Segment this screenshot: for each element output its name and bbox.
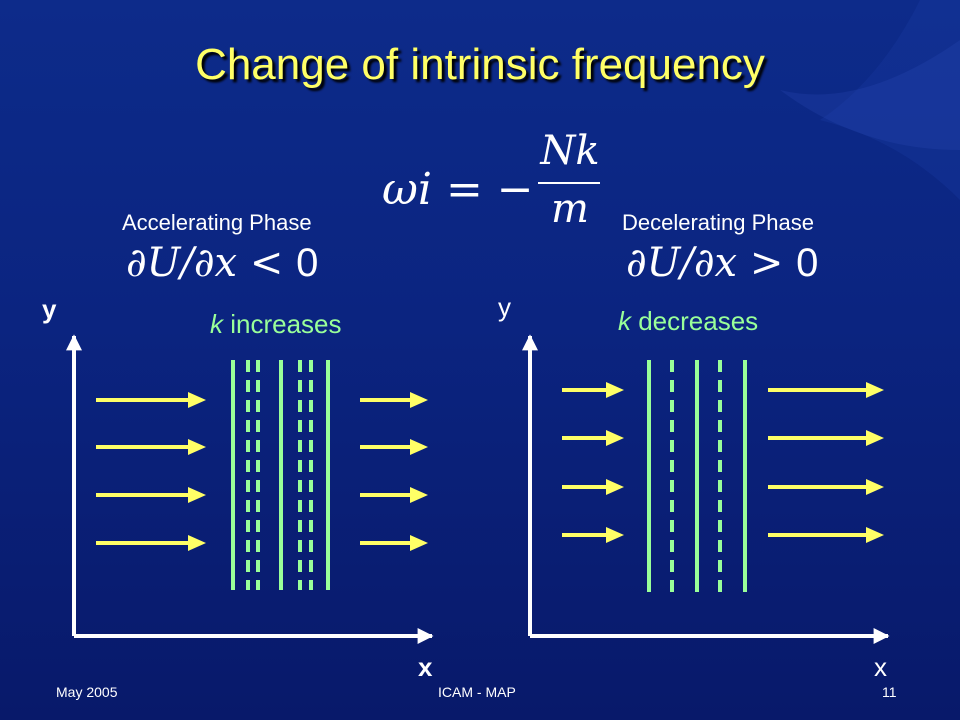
left-incoming-arrow-2-head [188, 439, 206, 455]
footer-date: May 2005 [56, 684, 118, 700]
left-outgoing-arrow-4-head [410, 535, 428, 551]
formula-denominator: m [551, 186, 589, 232]
footer-center: ICAM - MAP [438, 684, 516, 700]
formula-numerator: Nk [540, 128, 600, 174]
left-outgoing-arrow-1-head [410, 392, 428, 408]
decelerating-condition-expression: ∂U/∂x > [626, 240, 797, 286]
background-decoration [780, 0, 960, 200]
right-outgoing-arrow-4-head [866, 527, 884, 543]
accelerating-condition-expression: ∂U/∂x < [126, 240, 297, 286]
k-decreases-text: decreases [631, 306, 759, 336]
decelerating-phase-label: Decelerating Phase [622, 210, 815, 235]
right-outgoing-arrow-2-head [866, 430, 884, 446]
slide-title: Change of intrinsic frequency [195, 40, 765, 89]
k-increases-text: increases [223, 309, 342, 339]
left-incoming-arrow-3-head [188, 487, 206, 503]
right-incoming-arrow-4-head [606, 527, 624, 543]
left-y-axis-label: y [42, 294, 57, 324]
formula-lhs: ωi = − [382, 164, 534, 215]
accelerating-condition: ∂U/∂x < 0 [126, 240, 318, 286]
right-outgoing-arrow-1-head [866, 382, 884, 398]
left-outgoing-arrow-3-head [410, 487, 428, 503]
right-incoming-arrow-3-head [606, 479, 624, 495]
decelerating-condition: ∂U/∂x > 0 [626, 240, 818, 286]
right-incoming-arrow-2-head [606, 430, 624, 446]
accelerating-condition-value: 0 [296, 241, 319, 285]
decelerating-condition-value: 0 [796, 241, 819, 285]
right-y-axis-label: y [498, 292, 511, 322]
right-incoming-arrow-1-head [606, 382, 624, 398]
left-x-axis-label: x [418, 652, 433, 682]
k-increases-label: k increases [210, 309, 342, 340]
footer-page-number: 11 [882, 684, 897, 700]
k-decreases-label: k decreases [618, 306, 758, 337]
accelerating-phase-label: Accelerating Phase [122, 210, 312, 235]
left-outgoing-arrow-2-head [410, 439, 428, 455]
left-incoming-arrow-4-head [188, 535, 206, 551]
right-outgoing-arrow-3-head [866, 479, 884, 495]
left-incoming-arrow-1-head [188, 392, 206, 408]
fraction-bar [538, 182, 600, 184]
right-x-axis-label: x [874, 652, 887, 682]
k-symbol-left: k [210, 309, 223, 339]
k-symbol-right: k [618, 306, 631, 336]
